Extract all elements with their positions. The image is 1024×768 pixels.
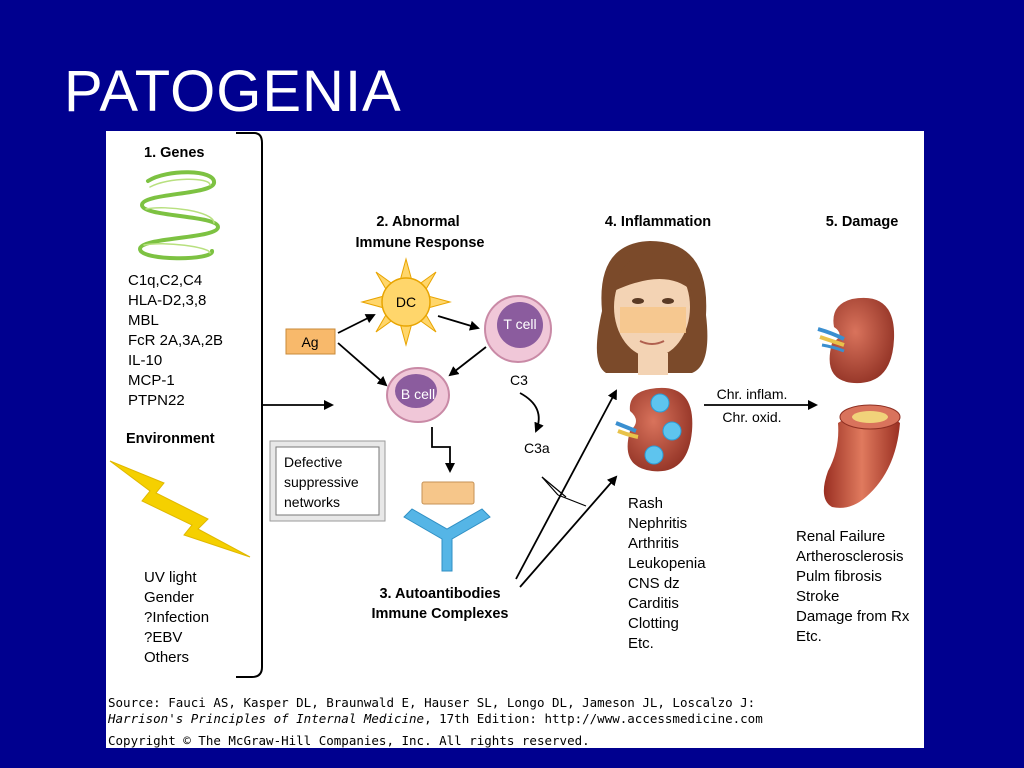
environment-heading: Environment (126, 431, 215, 447)
damage-item: Etc. (796, 628, 822, 645)
gene-item: MCP-1 (128, 372, 175, 389)
defective-label: Defective (284, 454, 343, 470)
slide-title: PATOGENIA (64, 59, 402, 124)
c3a-label: C3a (524, 440, 550, 456)
environment-item: Others (144, 649, 189, 666)
source-citation-line2: Harrison's Principles of Internal Medici… (108, 711, 763, 726)
c3-arrow (519, 392, 544, 433)
inflammation-list: Rash Nephritis Arthritis Leukopenia CNS … (628, 495, 706, 652)
antibody-icon (403, 481, 491, 572)
pathogenesis-diagram: 1. Genes C1q,C2,C4 HLA-D2,3,8 MBL FcR 2A… (109, 132, 910, 678)
inflammation-item: Nephritis (628, 515, 687, 532)
environment-list: UV light Gender ?Infection ?EBV Others (144, 569, 209, 666)
autoantibodies-heading: 3. Autoantibodies (379, 586, 500, 602)
artery-icon (823, 404, 901, 508)
copyright-notice: Copyright © The McGraw-Hill Companies, I… (108, 733, 590, 748)
dendritic-cell-icon: DC (360, 257, 452, 347)
antigen-box: Ag (285, 328, 336, 355)
source-citation-line1: Source: Fauci AS, Kasper DL, Braunwald E… (108, 695, 756, 710)
immune-response-heading: 2. Abnormal (376, 214, 459, 230)
gene-item: HLA-D2,3,8 (128, 292, 206, 309)
inflammation-item: CNS dz (628, 575, 680, 592)
damage-item: Damage from Rx (796, 608, 910, 625)
b-cell-label: B cell (401, 386, 435, 402)
lightning-bolt-icon (109, 460, 251, 558)
environment-item: Gender (144, 589, 194, 606)
book-title: Harrison's Principles of Internal Medici… (108, 711, 425, 726)
gene-item: MBL (128, 312, 159, 329)
b-cell-icon: B cell (386, 367, 450, 423)
genes-list: C1q,C2,C4 HLA-D2,3,8 MBL FcR 2A,3A,2B IL… (128, 272, 223, 409)
complex-arrows (515, 389, 618, 588)
environment-item: ?Infection (144, 609, 209, 626)
inflamed-kidney-icon (615, 387, 693, 472)
damage-list: Renal Failure Artherosclerosis Pulm fibr… (796, 528, 910, 645)
inflammation-item: Leukopenia (628, 555, 706, 572)
t-cell-label: T cell (503, 316, 536, 332)
immune-response-heading: Immune Response (356, 235, 485, 251)
defective-label: suppressive (284, 474, 359, 490)
chronic-oxidation-label: Chr. oxid. (722, 409, 781, 425)
inflammation-item: Clotting (628, 615, 679, 632)
immune-complexes-heading: Immune Complexes (372, 606, 509, 622)
gene-item: FcR 2A,3A,2B (128, 332, 223, 349)
damaged-kidney-icon (817, 297, 895, 384)
inflammation-item: Arthritis (628, 535, 679, 552)
defective-networks-box: Defective suppressive networks (269, 440, 386, 522)
gene-item: PTPN22 (128, 392, 185, 409)
inflammation-item: Etc. (628, 635, 654, 652)
immune-arrows (337, 314, 487, 473)
edition-url: , 17th Edition: http://www.accessmedicin… (424, 711, 763, 726)
damage-heading: 5. Damage (826, 214, 899, 230)
c3a-convergence-lines (541, 476, 587, 507)
environment-item: UV light (144, 569, 197, 586)
damage-item: Pulm fibrosis (796, 568, 882, 585)
ag-label: Ag (301, 334, 318, 350)
dc-label: DC (396, 294, 416, 310)
damage-item: Stroke (796, 588, 839, 605)
t-cell-icon: T cell (484, 295, 552, 363)
c3-label: C3 (510, 372, 528, 388)
chronic-inflammation-label: Chr. inflam. (717, 386, 788, 402)
gene-item: C1q,C2,C4 (128, 272, 202, 289)
inflammation-heading: 4. Inflammation (605, 214, 711, 230)
damage-item: Artherosclerosis (796, 548, 904, 565)
damage-item: Renal Failure (796, 528, 885, 545)
dna-icon (137, 170, 221, 261)
environment-item: ?EBV (144, 629, 182, 646)
genes-heading: 1. Genes (144, 145, 204, 161)
inflammation-item: Rash (628, 495, 663, 512)
gene-item: IL-10 (128, 352, 162, 369)
inflammation-item: Carditis (628, 595, 679, 612)
figure-panel: 1. Genes C1q,C2,C4 HLA-D2,3,8 MBL FcR 2A… (106, 131, 924, 748)
input-bracket (236, 132, 263, 678)
face-icon (596, 241, 708, 375)
defective-label: networks (284, 494, 340, 510)
